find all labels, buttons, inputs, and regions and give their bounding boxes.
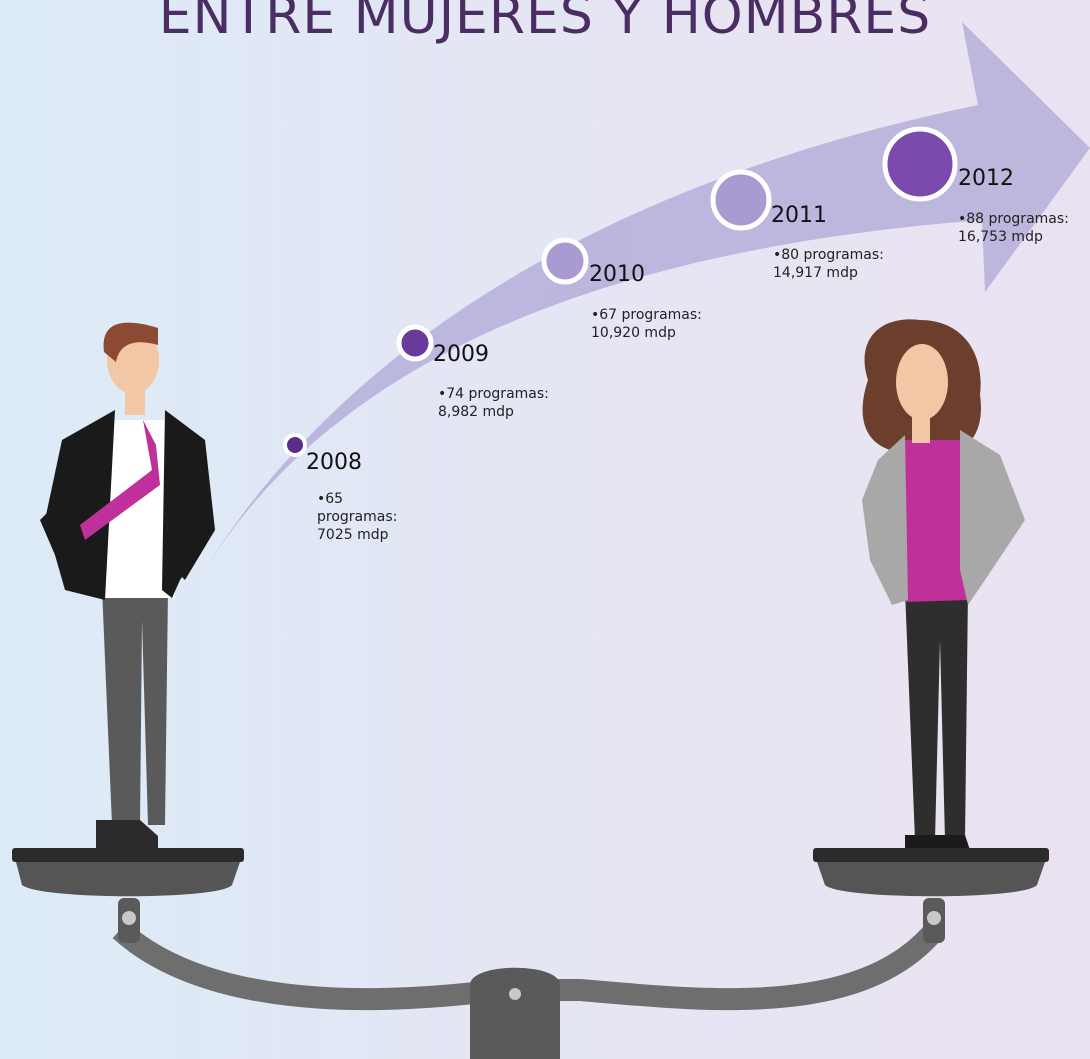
timeline-dot-2012 — [882, 126, 958, 202]
program-summary-2011: •80 programas: 14,917 mdp — [773, 247, 884, 281]
timeline-dot-2011 — [710, 169, 772, 231]
year-label-2008: 2008 — [306, 450, 362, 475]
year-label-2009: 2009 — [433, 342, 489, 367]
woman-figure — [862, 319, 1025, 850]
page-title: ENTRE MUJERES Y HOMBRES — [158, 0, 932, 46]
program-summary-2008: •65 programas: 7025 mdp — [317, 491, 398, 543]
year-label-2011: 2011 — [771, 203, 827, 228]
timeline-dot-2010 — [541, 237, 589, 285]
program-summary-2010: •67 programas: 10,920 mdp — [591, 307, 702, 341]
year-label-2012: 2012 — [958, 166, 1014, 191]
timeline-dot-2008 — [283, 433, 307, 457]
balance-scale — [12, 848, 1049, 1059]
program-summary-2012: •88 programas: 16,753 mdp — [958, 211, 1069, 245]
man-figure — [40, 322, 215, 850]
timeline-dot-2009 — [396, 324, 434, 362]
year-label-2010: 2010 — [589, 262, 645, 287]
growth-arrow — [200, 22, 1090, 578]
program-summary-2009: •74 programas: 8,982 mdp — [438, 386, 549, 420]
